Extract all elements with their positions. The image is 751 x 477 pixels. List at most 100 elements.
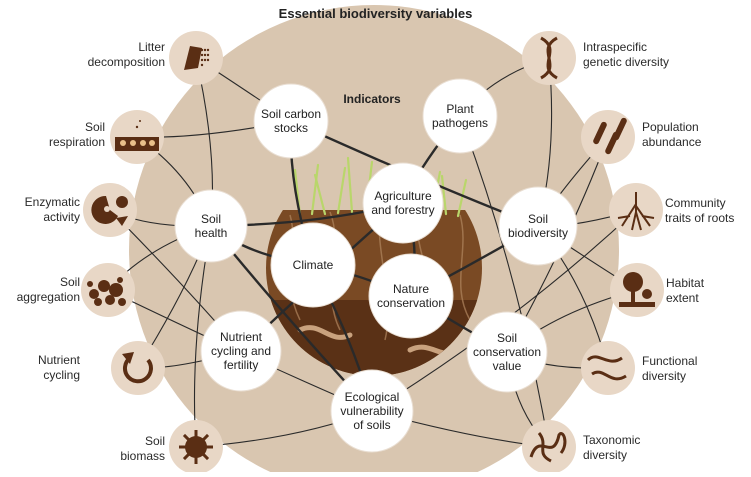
- indicator-line: Soil carbon: [261, 107, 321, 121]
- icon-shape: [120, 140, 126, 146]
- icon-shape: [116, 196, 128, 208]
- indicator-nutrient-cycling-and-fertility: Nutrient cycling and fertility: [211, 330, 271, 372]
- indicator-line: conservation: [473, 345, 541, 359]
- icon-shape: [105, 295, 115, 305]
- aggregation-icon: [81, 263, 135, 317]
- label-population-abundance: Population abundance: [642, 120, 747, 150]
- label-line: Population: [642, 120, 747, 135]
- icon-shape: [118, 298, 126, 306]
- indicator-plant-pathogens: Plant pathogens: [432, 102, 488, 130]
- icon-shape: [94, 298, 102, 306]
- indicator-line: fertility: [211, 358, 271, 372]
- icon-shape: [136, 126, 138, 128]
- indicator-line: stocks: [261, 121, 321, 135]
- icon-shape: [89, 289, 99, 299]
- label-line: aggregation: [0, 290, 80, 305]
- label-line: Soil: [0, 275, 80, 290]
- indicator-line: Soil: [195, 212, 228, 226]
- icon-shape: [201, 64, 203, 66]
- indicator-line: Climate: [293, 258, 334, 272]
- label-intraspecific-genetic-diversity: Intraspecific genetic diversity: [583, 40, 713, 70]
- indicator-line: Agriculture: [371, 189, 434, 203]
- label-line: Nutrient: [0, 353, 80, 368]
- icon-shape: [201, 49, 203, 51]
- icon-shape: [87, 281, 93, 287]
- label-line: Taxonomic: [583, 433, 683, 448]
- label-community-traits-of-roots: Community traits of roots: [665, 196, 751, 226]
- label-line: respiration: [20, 135, 105, 150]
- respiration-icon: [110, 110, 164, 164]
- icon-shape: [201, 59, 203, 61]
- label-nutrient-cycling: Nutrient cycling: [0, 353, 80, 383]
- label-litter-decomposition: Litter decomposition: [60, 40, 165, 70]
- label-line: Functional: [642, 354, 742, 369]
- biomass-icon: [169, 420, 223, 472]
- label-functional-diversity: Functional diversity: [642, 354, 742, 384]
- indicator-climate: Climate: [293, 258, 334, 272]
- icon-shape: [98, 280, 110, 292]
- indicator-line: Soil: [473, 331, 541, 345]
- label-line: extent: [666, 291, 746, 306]
- icon-shape: [149, 140, 155, 146]
- icon-shape: [117, 277, 123, 283]
- tree-icon: [610, 263, 664, 317]
- label-line: activity: [0, 210, 80, 225]
- indicator-line: conservation: [377, 296, 445, 310]
- label-line: Community: [665, 196, 751, 211]
- indicators-heading: Indicators: [343, 92, 400, 106]
- worms-icon: [581, 341, 635, 395]
- indicator-line: Nature: [377, 282, 445, 296]
- icon-disc: [111, 341, 165, 395]
- label-line: Enzymatic: [0, 195, 80, 210]
- population-icon: [581, 110, 635, 164]
- label-soil-respiration: Soil respiration: [20, 120, 105, 150]
- icon-shape: [623, 272, 643, 292]
- indicator-line: cycling and: [211, 344, 271, 358]
- icon-shape: [204, 49, 206, 51]
- label-line: diversity: [583, 448, 683, 463]
- label-line: decomposition: [60, 55, 165, 70]
- indicator-line: pathogens: [432, 116, 488, 130]
- worm-tangle-icon: [522, 420, 576, 472]
- indicator-line: Soil: [508, 212, 568, 226]
- indicator-agriculture-and-forestry: Agriculture and forestry: [371, 189, 434, 217]
- icon-shape: [109, 283, 123, 297]
- indicator-soil-biodiversity: Soil biodiversity: [508, 212, 568, 240]
- cycle-arrow-icon: [111, 341, 165, 395]
- icon-disc: [581, 341, 635, 395]
- label-line: genetic diversity: [583, 55, 713, 70]
- label-line: Soil: [20, 120, 105, 135]
- indicator-line: vulnerability: [340, 404, 403, 418]
- label-habitat-extent: Habitat extent: [666, 276, 746, 306]
- dna-icon: [522, 31, 576, 85]
- icon-disc: [581, 110, 635, 164]
- icon-shape: [207, 54, 209, 56]
- diagram-title: Essential biodiversity variables: [0, 6, 751, 21]
- label-soil-biomass: Soil biomass: [60, 434, 165, 464]
- icon-shape: [130, 140, 136, 146]
- label-line: Litter: [60, 40, 165, 55]
- indicator-line: Nutrient: [211, 330, 271, 344]
- label-line: Soil: [60, 434, 165, 449]
- indicator-soil-health: Soil health: [195, 212, 228, 240]
- icon-shape: [619, 302, 655, 307]
- indicator-soil-carbon-stocks: Soil carbon stocks: [261, 107, 321, 135]
- icon-shape: [139, 120, 141, 122]
- icon-shape: [140, 140, 146, 146]
- label-line: Habitat: [666, 276, 746, 291]
- indicator-soil-conservation-value: Soil conservation value: [473, 331, 541, 373]
- indicator-line: value: [473, 359, 541, 373]
- icon-shape: [204, 54, 206, 56]
- indicator-line: health: [195, 226, 228, 240]
- indicator-line: of soils: [340, 418, 403, 432]
- enzyme-icon: [83, 183, 137, 237]
- indicator-ecological-vulnerability-of-soils: Ecological vulnerability of soils: [340, 390, 403, 432]
- label-taxonomic-diversity: Taxonomic diversity: [583, 433, 683, 463]
- label-line: Intraspecific: [583, 40, 713, 55]
- roots-icon: [609, 183, 663, 237]
- label-soil-aggregation: Soil aggregation: [0, 275, 80, 305]
- icon-shape: [204, 59, 206, 61]
- label-enzymatic-activity: Enzymatic activity: [0, 195, 80, 225]
- icon-shape: [104, 206, 110, 212]
